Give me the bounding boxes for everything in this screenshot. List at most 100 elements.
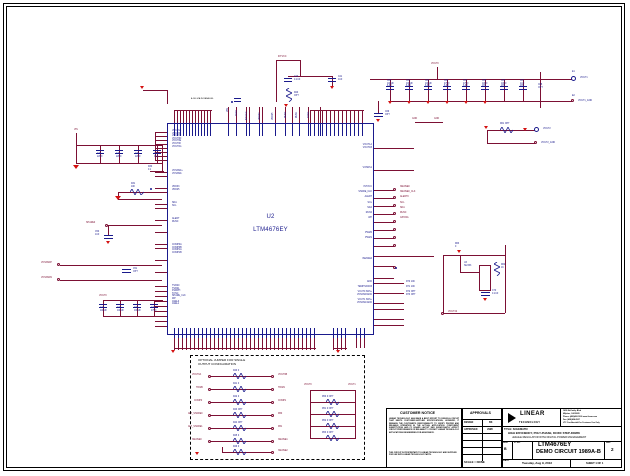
jumper-left-port-0[interactable] (208, 375, 211, 378)
jumper-left-port-3[interactable] (208, 414, 211, 417)
ground-symbol-out1 (388, 101, 392, 104)
jumper-part-6: R46 0 (233, 446, 240, 448)
junction-dot-left1 (150, 188, 152, 190)
resistor-r44 (233, 425, 247, 431)
net-port-left-share[interactable] (105, 224, 108, 227)
ladder-row-label-3: R53 0 OPT (322, 432, 334, 434)
output-port-vout2-gnd[interactable] (534, 141, 537, 144)
annotation-via-note: A 100 VIA IN PARALLEL (191, 98, 214, 100)
jumper-part-2: R42 0 (233, 396, 240, 398)
net-port-right-8[interactable] (393, 244, 396, 247)
output-port-vout1-gnd[interactable] (571, 99, 574, 102)
jumper-left-port-1[interactable] (208, 388, 211, 391)
net-label-gnd-b: GND (434, 118, 440, 120)
jumper-left-label-2: COMP0 (194, 400, 203, 402)
output-label-vout1: VOUT1 (580, 77, 588, 79)
ground-symbol-top1 (330, 86, 334, 89)
net-port-right-7[interactable] (393, 236, 396, 239)
net-port-right-4[interactable] (393, 212, 396, 215)
ground-symbol-left2 (115, 196, 121, 200)
jumper-right-label-0: VOUT0B (278, 374, 288, 376)
approvals-row-label-1: APPROVED (464, 428, 478, 431)
net-port-right-5[interactable] (393, 220, 396, 223)
top-pin-label-b: SVIN (236, 110, 238, 116)
net-label-top-center: INTVCC (278, 56, 287, 58)
junction-dot-isense (395, 267, 397, 269)
ic-right-label-vosns: VOSNS1 (362, 167, 372, 169)
resistor-r61 (500, 127, 514, 133)
jumper-part-3: R43 OPT (233, 409, 243, 411)
port-ref-e1: E1 (572, 71, 575, 73)
ground-symbol-out4 (445, 101, 449, 104)
customer-notice-cell (386, 408, 462, 468)
output-port-vout2[interactable] (534, 127, 539, 132)
ladder-row-label-2: R52 0 OPT (322, 420, 334, 422)
ground-symbol-top2 (284, 104, 288, 107)
net-port-left-2[interactable] (57, 278, 60, 281)
jumper-right-port-5[interactable] (271, 440, 274, 443)
linear-logo-icon (508, 413, 516, 423)
jumper-right-port-1[interactable] (271, 388, 274, 391)
net-port-fb[interactable] (441, 312, 444, 315)
net-port-right-6[interactable] (393, 228, 396, 231)
top-pin-label-a: VIN (227, 108, 229, 112)
jumper-right-port-6[interactable] (271, 451, 274, 454)
customer-notice-footer: THIS CIRCUIT IS PROPRIETARY TO LINEAR TE… (389, 452, 457, 457)
ground-symbol-out5 (464, 101, 468, 104)
approvals-row-value-0: BK (489, 421, 493, 424)
resistor-r31 (130, 189, 145, 195)
sheet-border-inner (6, 6, 622, 468)
output-port-vout1[interactable] (571, 76, 576, 81)
jumper-right-label-5: ISENSE1 (278, 439, 288, 441)
company-subtitle: TECHNOLOGY (519, 421, 541, 424)
net-port-right-1[interactable] (393, 188, 396, 191)
top-pin-label-e: VDD25 (272, 112, 274, 120)
top-pin-label-g: RUN1 (296, 111, 298, 118)
net-port-right-2[interactable] (393, 196, 396, 199)
opto-u3[interactable] (479, 265, 491, 291)
top-pin-label-c: INTVCC (246, 111, 248, 120)
jumper-part-5: R45 0 (233, 435, 240, 437)
net-label-left-2: VOSNS0N (41, 277, 52, 279)
jumper-left-label-5: ISENSE0 (192, 439, 202, 441)
customer-notice-body: LINEAR TECHNOLOGY HAS MADE A BEST EFFORT… (389, 418, 459, 434)
net-port-left-1[interactable] (57, 263, 60, 266)
company-name: LINEAR (520, 411, 545, 417)
net-label-vin-top: VIN (74, 129, 78, 131)
net-label-fb: VOUT1S (448, 311, 458, 313)
top-pin-label-h: SYNC (308, 111, 310, 118)
ground-symbol-top3 (140, 86, 144, 89)
jumper-right-port-4[interactable] (271, 427, 274, 430)
net-port-right-3[interactable] (393, 204, 396, 207)
jumper-left-port-4[interactable] (208, 427, 211, 430)
jumper-right-port-3[interactable] (271, 414, 274, 417)
jumper-left-port-5[interactable] (208, 440, 211, 443)
ground-symbol-bottom2 (336, 350, 340, 353)
main-ic-u2[interactable]: U2 LTM4676EY (167, 123, 374, 335)
title-line-2: uModule REGULATOR WITH DIGITAL POWER MAN… (512, 436, 587, 439)
company-address-3: Fax: (408)434-0507 (563, 419, 580, 421)
jumper-left-label-4: ALT_SHARE1 (188, 426, 203, 428)
cage-label: IC NO. (514, 442, 521, 444)
jumper-right-port-0[interactable] (271, 375, 274, 378)
output-label-vout2-gnd: VOUT2_GND (541, 142, 556, 144)
jumper-right-port-2[interactable] (271, 401, 274, 404)
port-ref-e2: E2 (572, 95, 575, 97)
jumper-left-port-2[interactable] (208, 401, 211, 404)
